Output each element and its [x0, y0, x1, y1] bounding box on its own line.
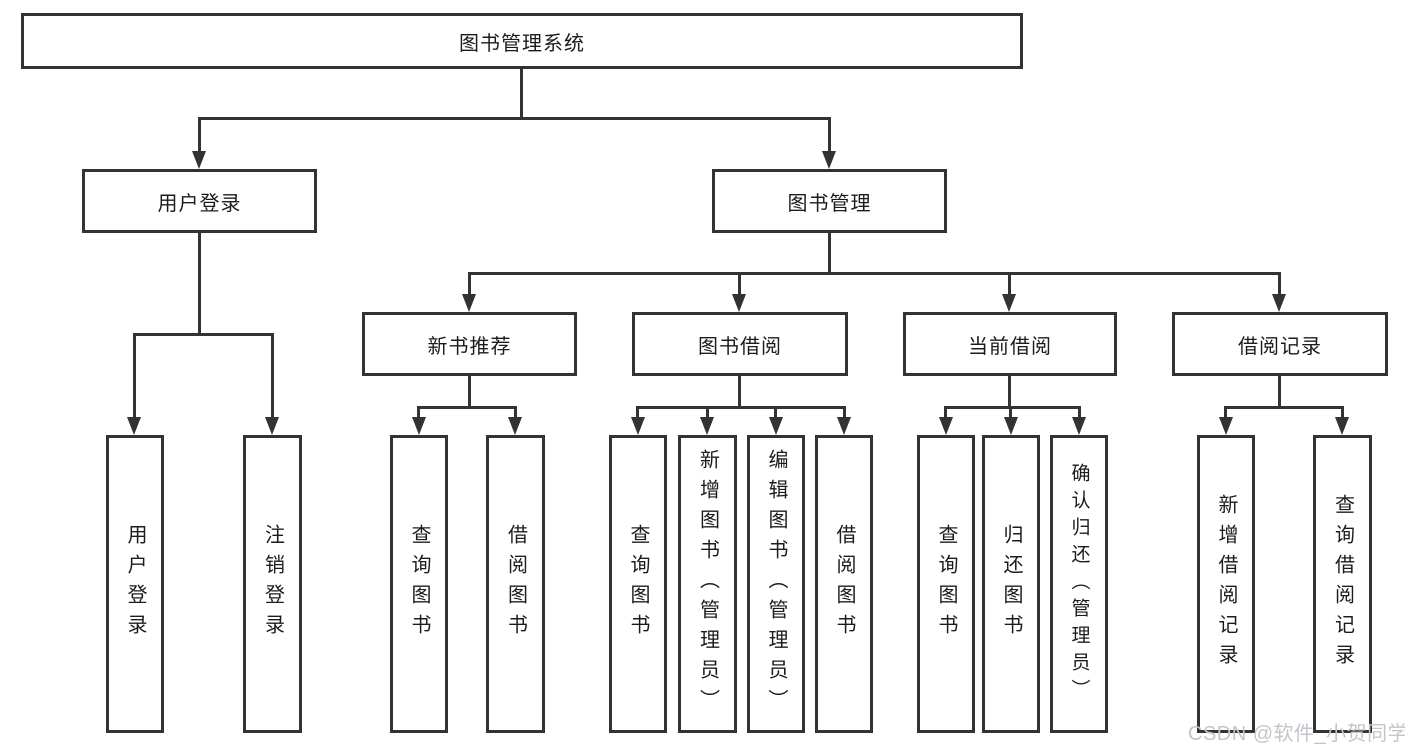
- leaf-newrec-borrow-books: 借阅图书: [486, 435, 545, 733]
- leaf-borrowing-edit-books-admin: 编辑图书（管理员）: [747, 435, 805, 733]
- node-label: 当前借阅: [968, 335, 1052, 358]
- connector-line: [944, 406, 1081, 409]
- arrowhead-icon: [1004, 417, 1018, 435]
- node-new-book-recommendation: 新书推荐: [362, 312, 577, 376]
- leaf-label: 确认归还（管理员）: [1068, 462, 1090, 706]
- node-current-borrowing: 当前借阅: [903, 312, 1117, 376]
- arrowhead-icon: [462, 294, 476, 312]
- connector-line: [1278, 272, 1281, 294]
- leaf-label: 查询图书: [935, 524, 957, 644]
- leaf-user-login: 用户登录: [106, 435, 164, 733]
- arrowhead-icon: [939, 417, 953, 435]
- connector-line: [198, 117, 831, 120]
- connector-line: [468, 272, 1281, 275]
- arrowhead-icon: [1002, 294, 1016, 312]
- node-label: 新书推荐: [427, 335, 512, 358]
- leaf-current-confirm-return-admin: 确认归还（管理员）: [1050, 435, 1108, 733]
- leaf-label: 新增借阅记录: [1215, 494, 1237, 674]
- connector-line: [738, 272, 741, 294]
- node-label: 借阅记录: [1238, 335, 1322, 358]
- connector-line: [738, 376, 741, 409]
- arrowhead-icon: [508, 417, 522, 435]
- arrowhead-icon: [1272, 294, 1286, 312]
- arrowhead-icon: [700, 417, 714, 435]
- arrowhead-icon: [732, 294, 746, 312]
- connector-line: [198, 233, 201, 336]
- connector-line: [1078, 406, 1081, 419]
- connector-line: [774, 406, 777, 419]
- connector-line: [468, 376, 471, 409]
- connector-line: [133, 333, 274, 336]
- leaf-records-add-borrow-record: 新增借阅记录: [1197, 435, 1255, 733]
- leaf-newrec-query-books: 查询图书: [390, 435, 448, 733]
- connector-line: [520, 69, 523, 119]
- connector-line: [706, 406, 709, 419]
- node-label: 图书借阅: [698, 335, 782, 358]
- connector-line: [1224, 406, 1227, 419]
- arrowhead-icon: [1072, 417, 1086, 435]
- leaf-label: 新增图书（管理员）: [696, 449, 719, 719]
- node-book-management: 图书管理: [712, 169, 947, 233]
- leaf-borrowing-add-books-admin: 新增图书（管理员）: [678, 435, 737, 733]
- leaf-label: 用户登录: [124, 524, 146, 644]
- connector-line: [1008, 272, 1011, 294]
- arrowhead-icon: [1335, 417, 1349, 435]
- connector-line: [1278, 376, 1281, 409]
- connector-line: [636, 406, 639, 419]
- connector-line: [468, 272, 471, 294]
- connector-line: [1341, 406, 1344, 419]
- leaf-label: 借阅图书: [833, 524, 855, 644]
- node-book-borrowing: 图书借阅: [632, 312, 848, 376]
- node-label: 用户登录: [157, 192, 242, 215]
- connector-line: [271, 333, 274, 419]
- leaf-label: 编辑图书（管理员）: [765, 449, 787, 719]
- node-user-login: 用户登录: [82, 169, 317, 233]
- connector-line: [1009, 406, 1012, 419]
- node-library-management-system: 图书管理系统: [21, 13, 1023, 69]
- csdn-watermark: CSDN @软件_小贺同学: [1188, 723, 1405, 745]
- node-label: 图书管理系统: [459, 32, 585, 55]
- leaf-current-query-books: 查询图书: [917, 435, 975, 733]
- leaf-label: 查询图书: [408, 524, 430, 644]
- node-borrowing-records: 借阅记录: [1172, 312, 1388, 376]
- leaf-label: 查询图书: [627, 524, 649, 644]
- connector-line: [944, 406, 947, 419]
- leaf-borrowing-query-books: 查询图书: [609, 435, 667, 733]
- connector-line: [1224, 406, 1344, 409]
- leaf-logout: 注销登录: [243, 435, 302, 733]
- connector-line: [198, 117, 201, 154]
- connector-line: [514, 406, 517, 419]
- arrowhead-icon: [192, 151, 206, 169]
- leaf-borrowing-borrow-books: 借阅图书: [815, 435, 873, 733]
- leaf-label: 借阅图书: [504, 524, 527, 644]
- connector-line: [1008, 376, 1011, 409]
- arrowhead-icon: [265, 417, 279, 435]
- arrowhead-icon: [631, 417, 645, 435]
- connector-line: [133, 333, 136, 419]
- connector-line: [828, 117, 831, 154]
- arrowhead-icon: [1219, 417, 1233, 435]
- arrowhead-icon: [412, 417, 426, 435]
- arrowhead-icon: [769, 417, 783, 435]
- arrowhead-icon: [837, 417, 851, 435]
- leaf-label: 查询借阅记录: [1331, 494, 1354, 674]
- leaf-records-query-borrow-record: 查询借阅记录: [1313, 435, 1372, 733]
- leaf-current-return-books: 归还图书: [982, 435, 1040, 733]
- leaf-label: 注销登录: [261, 524, 284, 644]
- arrowhead-icon: [822, 151, 836, 169]
- connector-line: [417, 406, 420, 419]
- arrowhead-icon: [127, 417, 141, 435]
- connector-line: [828, 233, 831, 273]
- node-label: 图书管理: [787, 192, 872, 215]
- connector-line: [636, 406, 846, 409]
- leaf-label: 归还图书: [1000, 524, 1022, 644]
- connector-line: [843, 406, 846, 419]
- connector-line: [417, 406, 517, 409]
